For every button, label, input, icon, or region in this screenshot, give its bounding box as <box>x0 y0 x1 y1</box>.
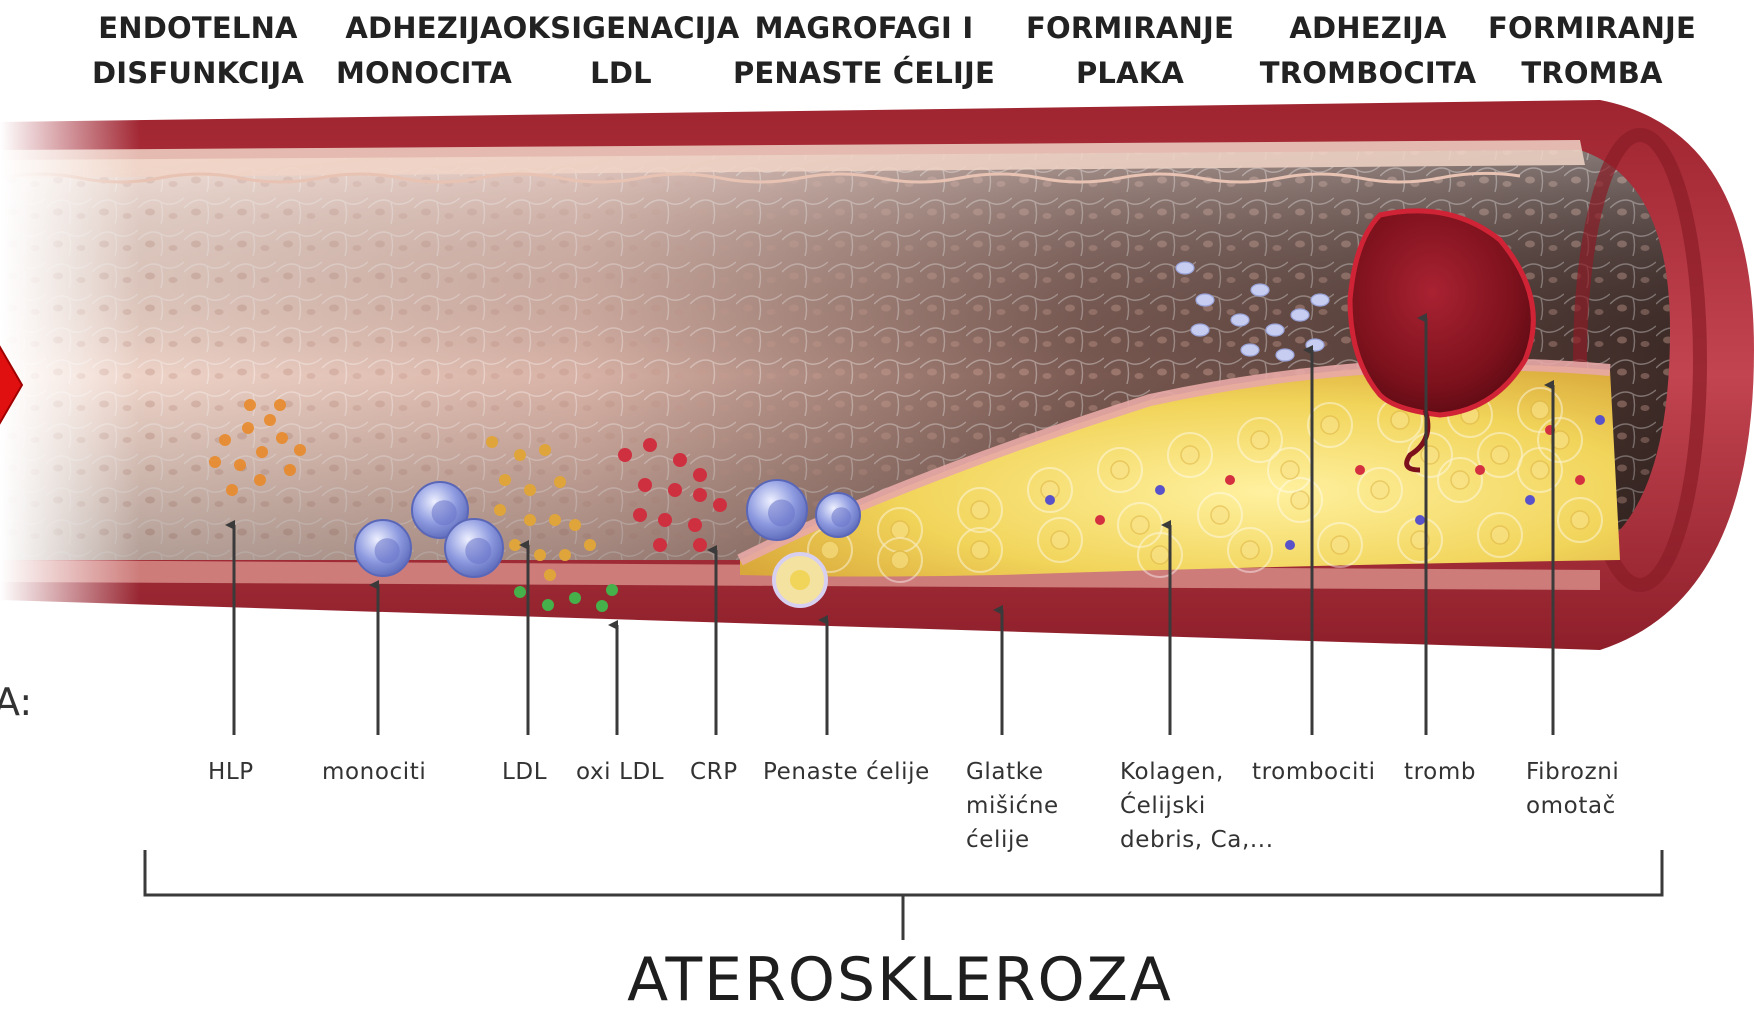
stage-ldl-oxidation: OKSIGENACIJA LDL <box>503 6 740 96</box>
label-fibrous-cap: Fibrozni omotač <box>1526 755 1619 823</box>
label-collagen-debris: Kolagen, Ćelijski debris, Ca,... <box>1120 755 1274 857</box>
label-platelets: trombociti <box>1252 755 1376 789</box>
stage-monocyte-adhesion: ADHEZIJA MONOCITA <box>336 6 512 96</box>
label-foam-cells: Penaste ćelije <box>763 755 930 789</box>
label-thrombus: tromb <box>1404 755 1476 789</box>
label-hlp: HLP <box>208 755 254 789</box>
label-ldl: LDL <box>502 755 547 789</box>
stage-platelet-adhesion: ADHEZIJA TROMBOCITA <box>1260 6 1476 96</box>
label-smooth-muscle-cells: Glatke mišićne ćelije <box>966 755 1059 857</box>
side-text-fragment: A: <box>0 680 32 724</box>
stage-macrophages-foam-cells: MAGROFAGI I PENASTE ĆELIJE <box>733 6 995 96</box>
label-oxi-ldl: oxi LDL <box>576 755 664 789</box>
stage-plaque-formation: FORMIRANJE PLAKA <box>1026 6 1234 96</box>
label-crp: CRP <box>690 755 738 789</box>
stage-thrombus-formation: FORMIRANJE TROMBA <box>1488 6 1696 96</box>
label-monocytes: monociti <box>322 755 426 789</box>
atherosclerosis-title: ATEROSKLEROZA <box>627 945 1173 1015</box>
atherosclerosis-brace <box>145 850 1662 940</box>
stage-endothelial-dysfunction: ENDOTELNA DISFUNKCIJA <box>92 6 304 96</box>
